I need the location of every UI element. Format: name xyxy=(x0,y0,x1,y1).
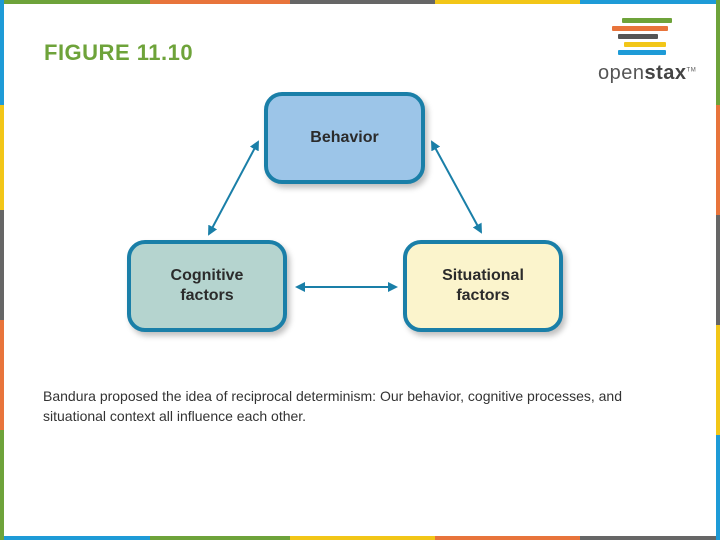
situational-factors-node: Situational factors xyxy=(403,240,563,332)
arrow-behavior-cognitive xyxy=(208,140,259,236)
openstax-logo: openstaxTM xyxy=(596,16,706,86)
logo-text-stax: stax xyxy=(644,62,687,84)
figure-caption: Bandura proposed the idea of reciprocal … xyxy=(43,388,622,424)
cognitive-factors-node: Cognitive factors xyxy=(127,240,287,332)
logo-text-open: open xyxy=(598,62,645,84)
behavior-label: Behavior xyxy=(310,129,379,146)
logo-trademark: TM xyxy=(686,67,697,74)
arrow-behavior-situational xyxy=(431,140,482,234)
cognitive-factors-label: Cognitive factors xyxy=(170,267,244,304)
behavior-node: Behavior xyxy=(264,92,425,184)
figure-title: FIGURE 11.10 xyxy=(44,40,194,65)
situational-factors-label: Situational factors xyxy=(442,267,524,304)
